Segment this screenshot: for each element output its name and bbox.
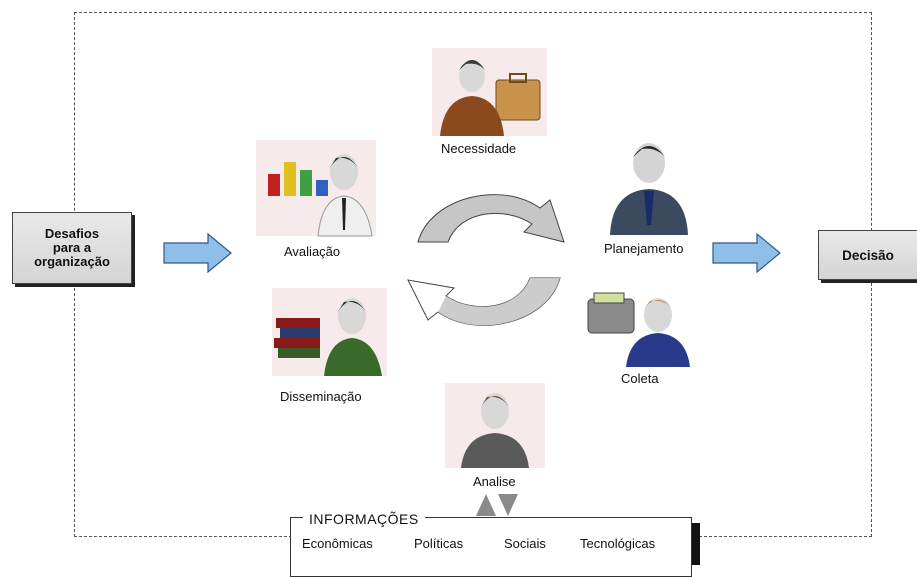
businessman-briefcase-icon bbox=[432, 48, 547, 136]
analyst-person-icon bbox=[445, 383, 545, 468]
challenges-box: Desafios para a organização bbox=[12, 212, 132, 284]
chart-person-icon bbox=[256, 140, 376, 237]
category-economicas: Econômicas bbox=[302, 536, 373, 551]
input-arrow-icon bbox=[163, 232, 232, 274]
output-arrow-icon bbox=[712, 232, 781, 274]
books-person-icon bbox=[272, 288, 387, 376]
coleta-label: Coleta bbox=[621, 371, 659, 386]
necessidade-label: Necessidade bbox=[441, 141, 517, 156]
category-politicas: Políticas bbox=[414, 536, 464, 551]
avaliacao-label: Avaliação bbox=[284, 244, 341, 259]
challenges-line-2: para a bbox=[52, 240, 92, 255]
informacoes-shadow-bar bbox=[692, 523, 700, 565]
operator-phone-icon bbox=[587, 292, 690, 367]
challenges-line-1: Desafios bbox=[44, 226, 100, 241]
disseminacao-label: Disseminação bbox=[280, 389, 362, 404]
category-tecnologicas: Tecnológicas bbox=[580, 536, 656, 551]
informacoes-title: INFORMAÇÕES bbox=[303, 511, 425, 527]
planejamento-label: Planejamento bbox=[604, 241, 684, 256]
analise-label: Analise bbox=[473, 474, 516, 489]
cycle-arrows-icon bbox=[407, 194, 565, 326]
decision-label: Decisão bbox=[842, 247, 894, 263]
category-sociais: Sociais bbox=[504, 536, 546, 551]
up-down-triangles-icon bbox=[476, 494, 518, 516]
decision-box: Decisão bbox=[818, 230, 917, 280]
businessman-suit-icon bbox=[610, 143, 688, 235]
challenges-line-3: organização bbox=[34, 254, 110, 269]
